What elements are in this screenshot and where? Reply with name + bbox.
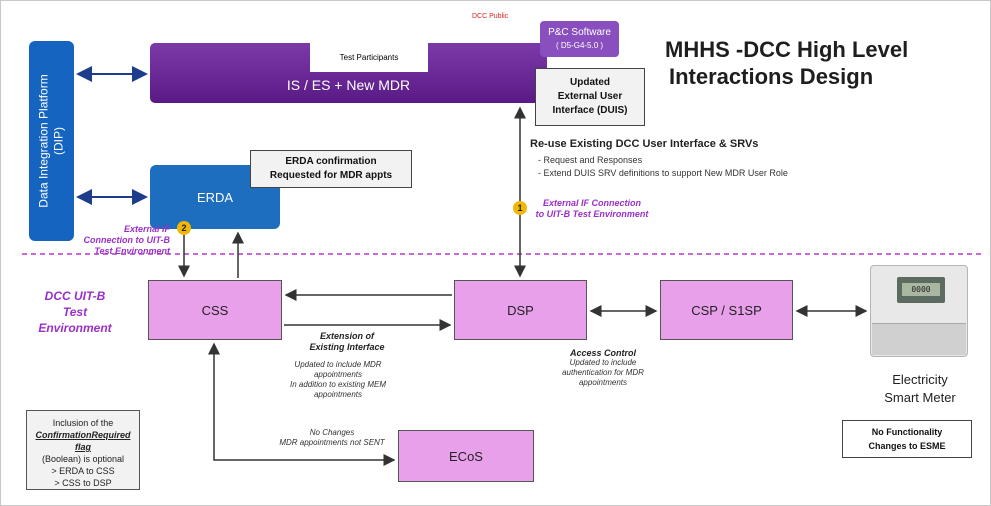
csp-label: CSP / S1SP	[691, 302, 762, 318]
is-es-label: IS / ES + New MDR	[286, 77, 411, 93]
step-badge-2: 2	[177, 221, 191, 235]
nochg-line-2: MDR appointments not SENT	[279, 438, 385, 447]
incl-line-4: > ERDA to CSS	[51, 466, 115, 476]
css-box[interactable]: CSS	[148, 280, 282, 340]
external-if-note-1: External IF Connection to UIT-B Test Env…	[522, 198, 662, 220]
uitb-environment-label: DCC UIT-B Test Environment	[30, 288, 120, 336]
erda-note-line-1: ERDA confirmation	[285, 156, 377, 167]
uitb-line-1: DCC UIT-B	[44, 289, 106, 303]
dip-label: Data Integration Platform (DIP)	[37, 74, 67, 207]
dip-title: Data Integration Platform	[36, 74, 51, 208]
uitb-line-2: Test	[62, 305, 88, 319]
upd-mdr-line-3: In addition to existing MEM	[289, 380, 387, 389]
nofunc-line-2: Changes to ESME	[868, 441, 946, 451]
nofunc-line-1: No Functionality	[871, 427, 943, 437]
dip-short: (DIP)	[51, 127, 66, 155]
elec-line-1: Electricity	[892, 372, 948, 387]
duis-box[interactable]: Updated External User Interface (DUIS)	[535, 68, 645, 126]
erda-label: ERDA	[196, 189, 234, 205]
ext-if-1-line-1: External IF Connection	[542, 198, 641, 208]
step-badge-1: 1	[513, 201, 527, 215]
duis-line-3: Interface (DUIS)	[552, 105, 628, 116]
erda-note-line-2: Requested for MDR appts	[269, 170, 393, 181]
ext-of-line-1: Extension of	[319, 331, 374, 341]
page-title: MHHS -DCC High Level Interactions Design	[665, 36, 908, 90]
ext-if-2-line-1: External IF	[123, 224, 170, 234]
external-if-note-2: External IF Connection to UIT-B Test Env…	[58, 224, 171, 257]
access-line-2: Updated to include	[569, 358, 637, 367]
reuse-item: - Extend DUIS SRV definitions to support…	[538, 168, 788, 178]
ext-of-line-2: Existing Interface	[309, 342, 385, 352]
upd-mdr-line-2: appointments	[313, 370, 363, 379]
dcc-public-label: DCC Public	[472, 13, 509, 20]
no-functionality-note: No Functionality Changes to ESME	[842, 420, 972, 458]
confirmation-flag-note: Inclusion of the ConfirmationRequired fl…	[26, 410, 140, 490]
incl-line-5: > CSS to DSP	[54, 478, 112, 488]
ecos-box[interactable]: ECoS	[398, 430, 534, 482]
css-label: CSS	[201, 302, 229, 318]
css-ecos-link	[208, 342, 396, 466]
upd-mdr-line-4: appointments	[313, 390, 363, 399]
reuse-list: - Request and Responses - Extend DUIS SR…	[538, 154, 788, 180]
incl-line-1: Inclusion of the	[52, 418, 114, 428]
pc-software-name: P&C Software	[548, 27, 611, 38]
duis-line-1: Updated	[570, 77, 610, 88]
access-line-3: authentication for MDR	[562, 368, 644, 377]
duis-line-2: External User	[557, 91, 623, 102]
elec-line-2: Smart Meter	[884, 390, 956, 405]
pc-software-version: ( D5-G4-5.0 )	[555, 41, 604, 50]
csp-box[interactable]: CSP / S1SP	[660, 280, 793, 340]
erda-note: ERDA confirmation Requested for MDR appt…	[250, 150, 412, 188]
meter-lower-panel	[872, 323, 966, 355]
access-control-note: Access Control Updated to include authen…	[548, 348, 658, 388]
title-line-2: Interactions Design	[669, 64, 874, 89]
title-line-1: MHHS -DCC High Level	[665, 37, 909, 62]
reuse-title: Re-use Existing DCC User Interface & SRV…	[530, 138, 759, 150]
incl-line-3: (Boolean) is optional	[41, 454, 125, 464]
test-participants-label: Test Participants	[310, 42, 428, 72]
no-changes-note: No Changes MDR appointments not SENT	[262, 428, 402, 448]
dsp-label: DSP	[507, 302, 534, 318]
pc-software-box[interactable]: P&C Software ( D5-G4-5.0 )	[540, 21, 619, 57]
meter-display: 0000	[902, 283, 940, 296]
dsp-box[interactable]: DSP	[454, 280, 587, 340]
nochg-line-1: No Changes	[309, 428, 355, 437]
electricity-meter-label: Electricity Smart Meter	[860, 371, 980, 407]
mdr-update-note: Updated to include MDR appointments In a…	[278, 360, 398, 400]
ext-if-2-line-3: Test Environment	[94, 246, 170, 256]
access-line-4: appointments	[578, 378, 628, 387]
extension-note: Extension of Existing Interface	[292, 331, 402, 353]
upd-mdr-line-1: Updated to include MDR	[294, 360, 382, 369]
incl-line-2: ConfirmationRequired flag	[35, 430, 131, 452]
reuse-item: - Request and Responses	[538, 155, 643, 165]
ecos-label: ECoS	[449, 448, 483, 464]
ext-if-1-line-2: to UIT-B Test Environment	[535, 209, 649, 219]
ext-if-2-line-2: Connection to UIT-B	[83, 235, 171, 245]
uitb-line-3: Environment	[38, 321, 112, 335]
access-line-1: Access Control	[569, 348, 637, 358]
dip-box[interactable]: Data Integration Platform (DIP)	[29, 41, 74, 241]
